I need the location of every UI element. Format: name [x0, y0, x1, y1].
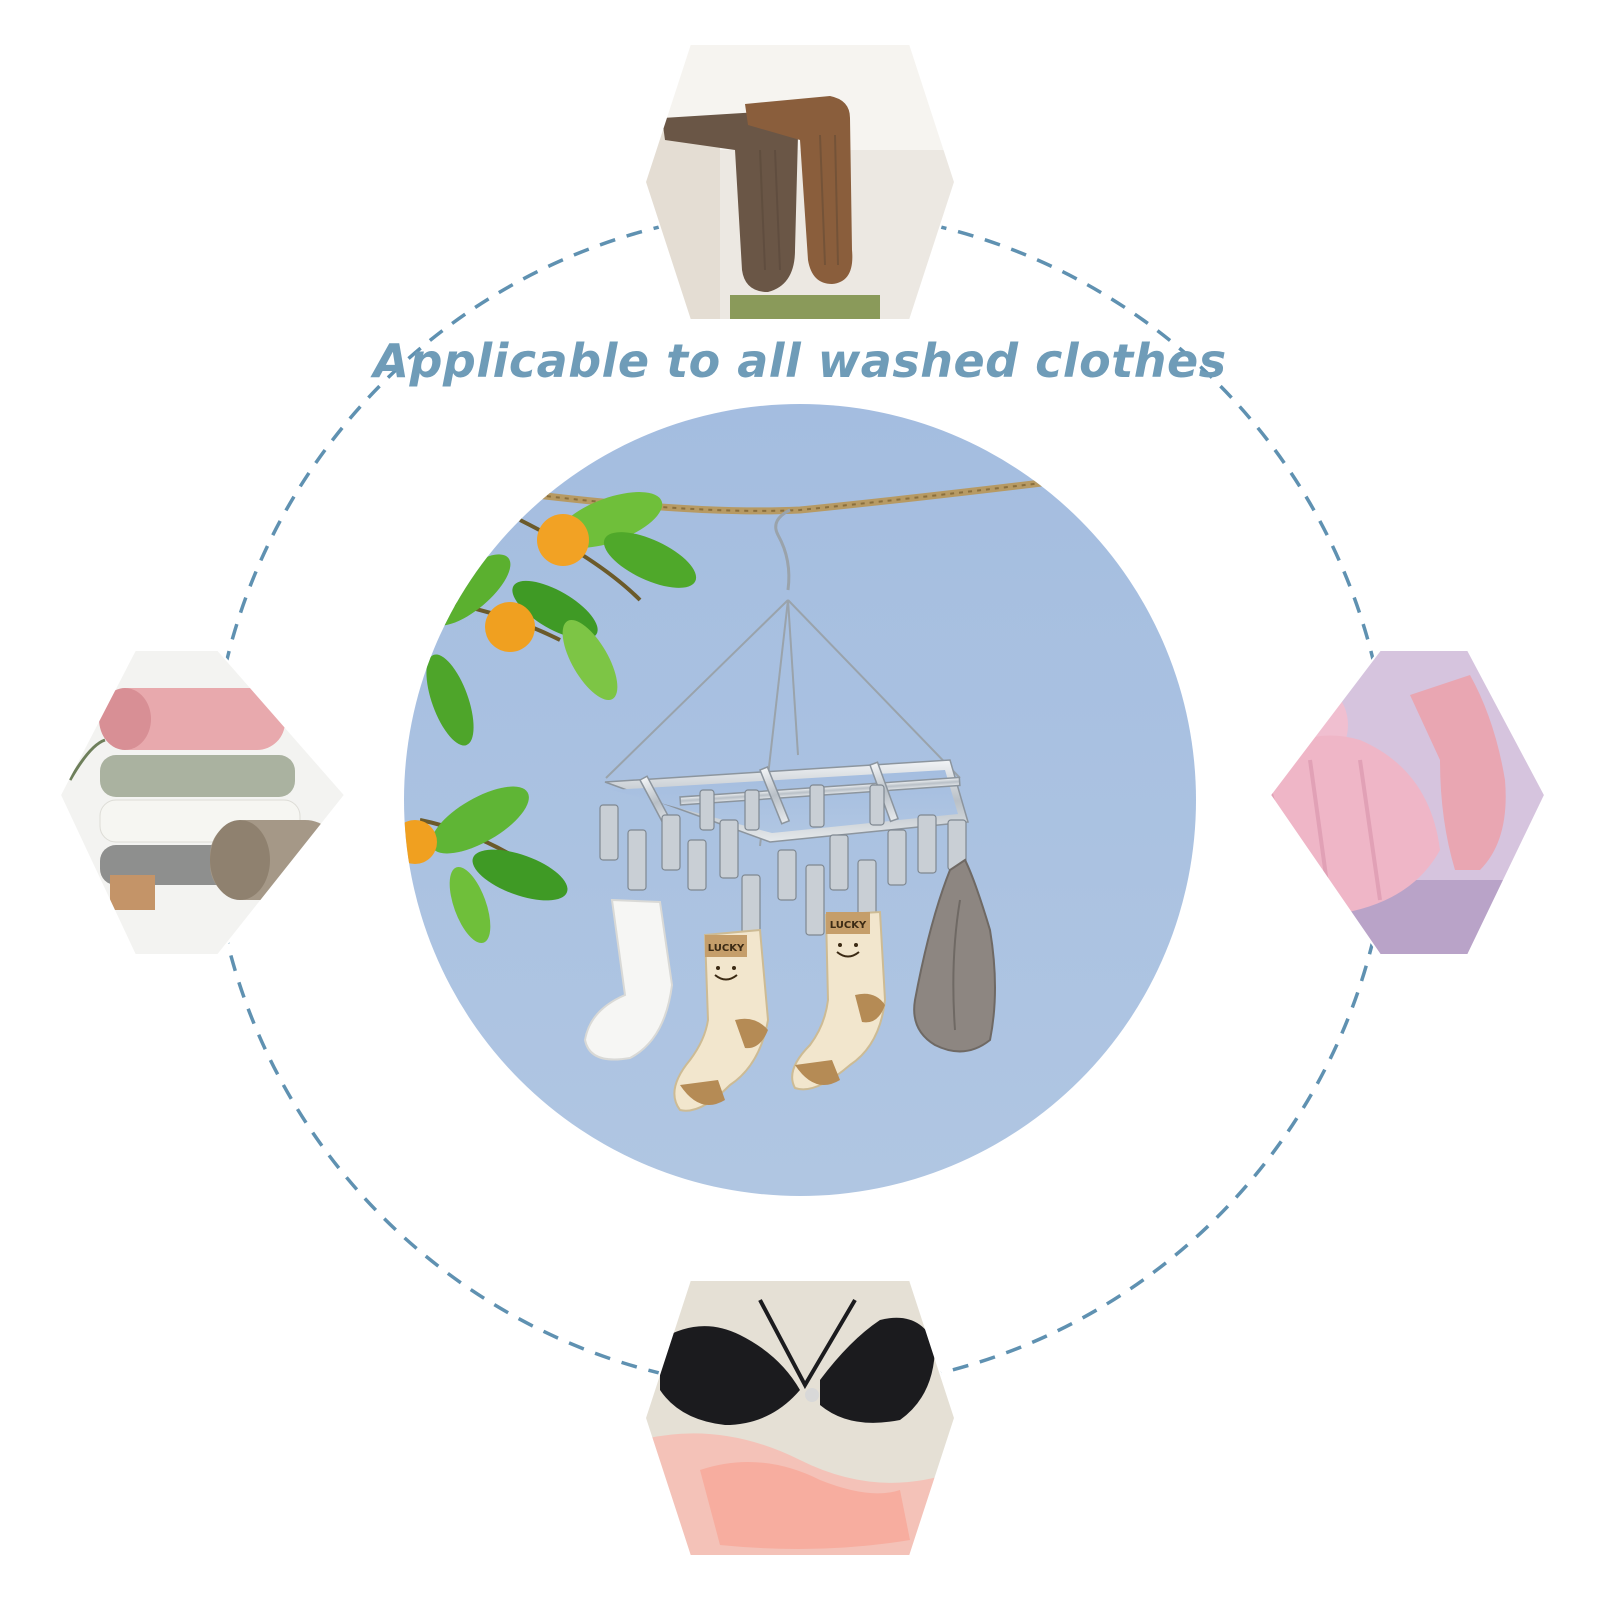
sock-label-right: LUCKY	[830, 920, 867, 931]
beige-sock-left: LUCKY	[673, 928, 770, 1112]
center-product-image: LUCKY LUCKY	[404, 404, 1196, 1196]
hexagon-towels	[60, 650, 345, 955]
white-sock	[583, 898, 674, 1061]
hexagon-socks	[645, 44, 955, 320]
beige-sock-right: LUCKY	[791, 910, 887, 1091]
headline: Applicable to all washed clothes	[373, 334, 1227, 388]
sock-label-left: LUCKY	[708, 943, 745, 954]
hexagon-lingerie	[645, 1280, 955, 1556]
hanger-clips	[599, 784, 967, 936]
grey-towel	[913, 858, 996, 1053]
hexagon-hat-gloves	[1270, 650, 1545, 955]
